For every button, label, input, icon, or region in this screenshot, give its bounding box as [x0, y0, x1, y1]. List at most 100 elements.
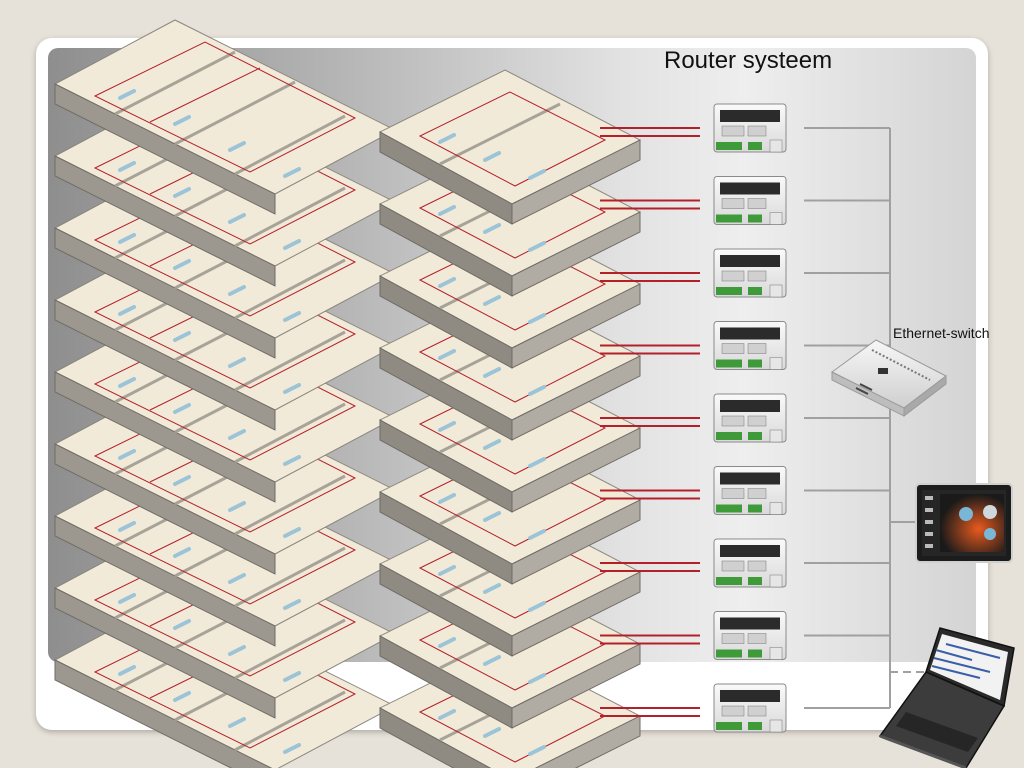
- light-fixture: [228, 645, 246, 656]
- light-fixture: [228, 573, 246, 584]
- router-panel: [721, 343, 745, 354]
- router-display: [720, 617, 780, 630]
- light-fixture: [283, 455, 301, 466]
- router-panel: [721, 270, 745, 282]
- light-fixture: [173, 187, 191, 198]
- router-panel: [747, 705, 767, 717]
- floor-wall: [511, 643, 641, 729]
- router-display: [720, 327, 780, 340]
- floor-partitions: [114, 50, 346, 176]
- router-terminal: [716, 649, 742, 658]
- router-port: [769, 502, 783, 515]
- bus-cable: [600, 199, 700, 210]
- light-fixture: [118, 305, 136, 316]
- router-panel: [747, 125, 767, 137]
- floor-wall: [511, 427, 641, 513]
- floor-wall: [54, 83, 276, 215]
- floor-wall: [511, 283, 641, 369]
- light-fixture: [118, 89, 136, 100]
- router-display: [720, 690, 780, 702]
- router-terminal: [748, 142, 762, 150]
- light-fixture: [528, 601, 546, 612]
- router-terminal: [716, 722, 742, 730]
- router-icon: [713, 393, 787, 443]
- router-terminal: [748, 432, 762, 440]
- floor-wall: [54, 155, 276, 287]
- light-fixture: [228, 285, 246, 296]
- router-display: [720, 255, 780, 267]
- light-fixture: [483, 151, 501, 162]
- router-terminal: [716, 577, 742, 585]
- router-terminal: [716, 142, 742, 150]
- light-fixture: [483, 223, 501, 234]
- router-terminal: [748, 359, 762, 368]
- ethernet-switch-icon: [831, 339, 947, 418]
- light-fixture: [483, 655, 501, 666]
- light-fixture: [528, 241, 546, 252]
- light-fixture: [228, 213, 246, 224]
- router-display: [720, 110, 780, 122]
- light-fixture: [438, 637, 456, 648]
- router-panel: [747, 270, 767, 282]
- light-fixture: [528, 313, 546, 324]
- light-fixture: [283, 743, 301, 754]
- light-fixture: [528, 673, 546, 684]
- router-panel: [747, 198, 767, 209]
- router-panel: [747, 633, 767, 644]
- laptop-icon: [878, 627, 1015, 768]
- light-fixture: [483, 367, 501, 378]
- floor-wall: [54, 299, 276, 431]
- router-terminal: [716, 287, 742, 295]
- light-fixture: [173, 547, 191, 558]
- light-fixture: [438, 421, 456, 432]
- router-terminal: [716, 504, 742, 513]
- light-fixture: [528, 169, 546, 180]
- bus-cable: [600, 417, 700, 427]
- light-fixture: [528, 745, 546, 756]
- bus-cable: [600, 707, 700, 717]
- router-terminal: [716, 432, 742, 440]
- light-fixture: [438, 133, 456, 144]
- light-fixture: [118, 161, 136, 172]
- light-fixture: [438, 277, 456, 288]
- light-fixture: [283, 671, 301, 682]
- building-floors-illustration: [53, 19, 642, 768]
- router-panel: [721, 488, 745, 499]
- bus-cable: [600, 489, 700, 500]
- router-terminal: [748, 287, 762, 295]
- router-panel: [721, 198, 745, 209]
- router-stack: [713, 103, 787, 733]
- bus-cable: [600, 272, 700, 282]
- light-fixture: [228, 141, 246, 152]
- ethernet-switch-label: Ethernet-switch: [893, 325, 990, 341]
- floor-wall: [54, 227, 276, 359]
- floor-wall: [54, 587, 276, 719]
- router-panel: [747, 560, 767, 572]
- router-panel: [721, 125, 745, 137]
- floor-wall: [511, 499, 641, 585]
- network-links: [600, 127, 928, 717]
- light-fixture: [528, 529, 546, 540]
- router-display: [720, 400, 780, 412]
- router-port: [769, 357, 783, 370]
- light-fixture: [228, 717, 246, 728]
- router-port: [769, 574, 783, 588]
- light-fixture: [283, 239, 301, 250]
- light-fixture: [483, 439, 501, 450]
- router-display: [720, 472, 780, 485]
- router-icon: [713, 248, 787, 298]
- light-fixture: [228, 501, 246, 512]
- router-panel: [747, 415, 767, 427]
- floor-wall: [54, 659, 273, 768]
- light-fixture: [228, 357, 246, 368]
- light-fixture: [173, 259, 191, 270]
- light-fixture: [173, 331, 191, 342]
- bus-cable: [600, 344, 700, 355]
- light-fixture: [173, 115, 191, 126]
- light-fixture: [283, 527, 301, 538]
- router-terminal: [716, 214, 742, 223]
- light-fixture: [173, 475, 191, 486]
- light-fixture: [173, 691, 191, 702]
- router-terminal: [748, 504, 762, 513]
